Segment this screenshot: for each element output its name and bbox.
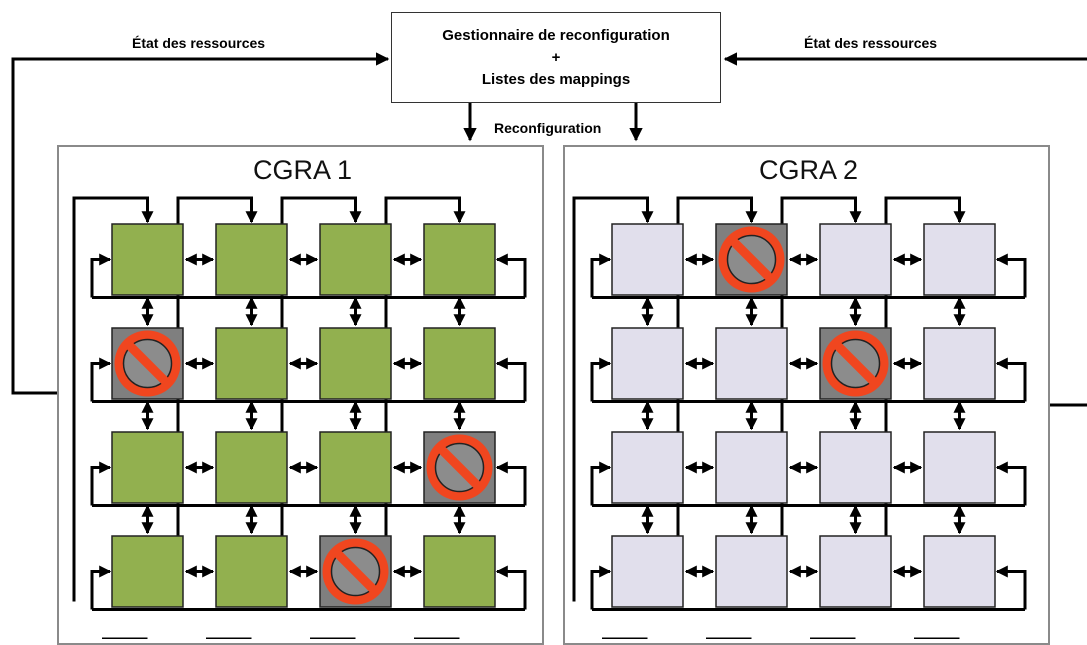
state-label-left: État des ressources [132, 35, 266, 51]
cgra-1-pe-2-0 [111, 431, 184, 504]
cgra-1-pe-0-2 [319, 223, 392, 296]
cgra-2-pe-1-0 [611, 327, 684, 400]
cgra-1-title: CGRA 1 [253, 155, 353, 185]
no-entry-icon-slash [729, 237, 774, 282]
cgra-1-pe-1-3 [423, 327, 496, 400]
cgra-1-row-1-right-wrap [495, 357, 527, 402]
cgra-2-row-1-right-wrap [995, 357, 1027, 402]
cgra-2-col-0-wrap-wire [572, 196, 654, 602]
cgra-2-pe-2-3 [923, 431, 996, 504]
cgra-1-pe-0-1 [215, 223, 288, 296]
cgra-2-row-0-right-wrap [995, 253, 1027, 298]
cgra-1-pe-1-1 [215, 327, 288, 400]
cgra-2-pe-1-1 [715, 327, 788, 400]
reconfiguration-manager-box: Gestionnaire de reconfiguration + Listes… [391, 12, 721, 103]
cgra-2-pe-0-0 [611, 223, 684, 296]
cgra-1-pe-2-1 [215, 431, 288, 504]
cgra-2-pe-3-3 [923, 535, 996, 608]
cgra-2-row-2-right-wrap [995, 461, 1027, 506]
manager-line-1: Gestionnaire de reconfiguration [442, 26, 670, 44]
cgra-2-row-3-left-wrap [590, 565, 612, 610]
cgra-1-pe-3-3 [423, 535, 496, 608]
manager-line-2: + [551, 48, 561, 66]
cgra-2-panel [563, 145, 1050, 645]
cgra-2-pe-0-2 [819, 223, 892, 296]
cgra-2-row-2-left-wrap [590, 461, 612, 506]
cgra-2-pe-0-3 [923, 223, 996, 296]
cgra-2-pe-3-0 [611, 535, 684, 608]
feedback-wires [11, 52, 1087, 407]
cgra-2-row-1-left-wrap [590, 357, 612, 402]
cgra-1-row-1-left-wrap [90, 357, 112, 402]
cgra-2-row-3-right-wrap [995, 565, 1027, 610]
cgra-1-row-2-left-wrap [90, 461, 112, 506]
cgra-2-pe-3-2 [819, 535, 892, 608]
cgra-1-pe-2-2 [319, 431, 392, 504]
cgra-1-row-0-right-wrap [495, 253, 527, 298]
state-label-right: État des ressources [804, 35, 938, 51]
cgra-2-pe-2-2 [819, 431, 892, 504]
state-feedback-left-line [11, 52, 390, 395]
cgra-1-row-2-right-wrap [495, 461, 527, 506]
cgra-2-pe-1-3 [923, 327, 996, 400]
cgra-1-pe-3-1 [215, 535, 288, 608]
reconfiguration-label: Reconfiguration [494, 120, 602, 136]
cgra-1-pe-3-0 [111, 535, 184, 608]
cgra-1-col-0-wrap-wire [72, 196, 154, 602]
cgra-2-pe-2-1 [715, 431, 788, 504]
cgra-1-pe-0-3 [423, 223, 496, 296]
no-entry-icon-slash [125, 341, 170, 386]
cgra-1-row-0-left-wrap [90, 253, 112, 298]
no-entry-icon-slash [437, 445, 482, 490]
cgra-1-row-3-left-wrap [90, 565, 112, 610]
cgra-1-panel [57, 145, 544, 645]
no-entry-icon-slash [333, 549, 378, 594]
cgra-2-title: CGRA 2 [759, 155, 859, 185]
no-entry-icon-slash [833, 341, 878, 386]
cgra-2-pe-2-0 [611, 431, 684, 504]
cgra-2-row-0-left-wrap [590, 253, 612, 298]
manager-line-3: Listes des mappings [481, 70, 631, 88]
cgra-1-pe-0-0 [111, 223, 184, 296]
cgra-1-row-3-right-wrap [495, 565, 527, 610]
cgra-1-pe-1-2 [319, 327, 392, 400]
cgra-2-pe-3-1 [715, 535, 788, 608]
